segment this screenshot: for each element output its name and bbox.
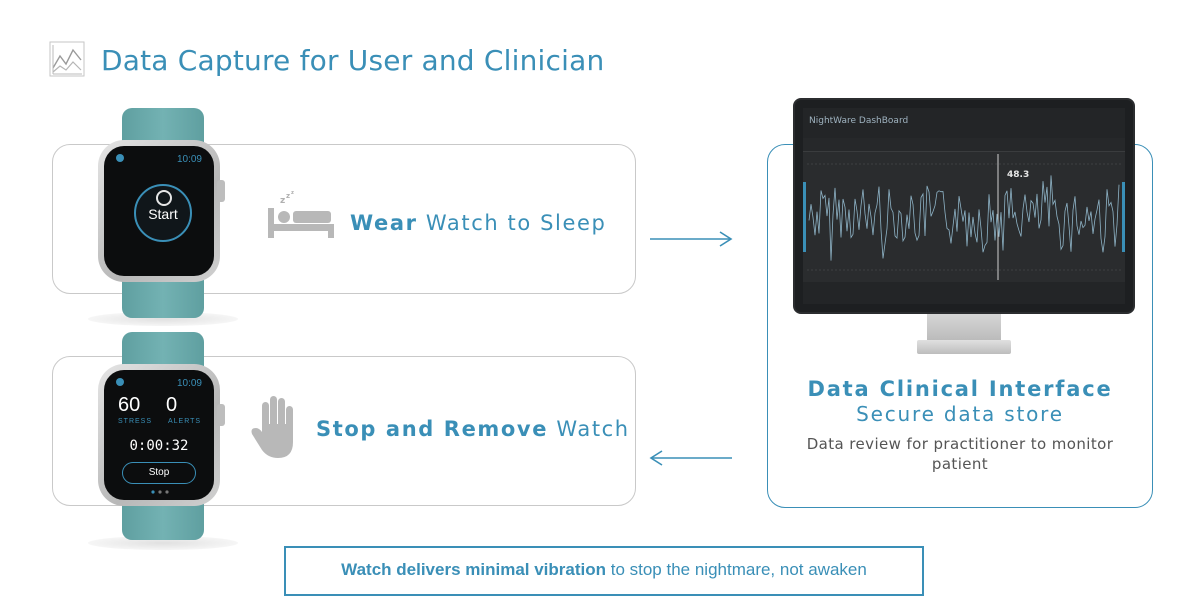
chart-icon bbox=[49, 41, 85, 77]
start-ring[interactable] bbox=[134, 184, 192, 242]
moon-icon bbox=[156, 190, 172, 206]
start-button-label[interactable]: Start bbox=[148, 206, 178, 222]
page-dots bbox=[151, 490, 169, 494]
svg-text:z: z bbox=[280, 196, 285, 206]
vibration-note: Watch delivers minimal vibration to stop… bbox=[284, 546, 924, 596]
hand-icon bbox=[251, 396, 293, 458]
svg-text:z: z bbox=[291, 190, 294, 196]
arrow-right-icon bbox=[650, 231, 733, 247]
stress-value: 60 bbox=[118, 394, 141, 416]
dashboard-timeline bbox=[803, 282, 1125, 304]
session-timer: 0:00:32 bbox=[129, 438, 189, 454]
monitor-bezel: NightWare DashBoard 48.3 bbox=[793, 98, 1135, 314]
watch-stop-screen: 10:09 60 0 STRESS ALERTS 0:00:32 Stop bbox=[98, 332, 226, 540]
alerts-label: ALERTS bbox=[168, 418, 202, 425]
watch-start-screen: 10:09 Start bbox=[98, 108, 226, 318]
dashboard-tabs bbox=[803, 138, 1125, 152]
stress-label: STRESS bbox=[118, 418, 153, 425]
arrow-left-icon bbox=[649, 450, 732, 466]
monitor-foot bbox=[917, 340, 1011, 354]
watch-shadow bbox=[88, 536, 238, 550]
heart-rate-waveform bbox=[803, 154, 1125, 280]
clinical-title: Data Clinical Interface bbox=[807, 377, 1113, 401]
wear-step-label: Wear Watch to Sleep bbox=[350, 211, 607, 235]
watch-time: 10:09 bbox=[176, 378, 202, 389]
clinical-description: Data review for practitioner to monitor … bbox=[806, 435, 1114, 473]
watch-crown bbox=[217, 404, 225, 426]
dashboard-title: NightWare DashBoard bbox=[809, 116, 909, 126]
dashboard-topbar: NightWare DashBoard bbox=[803, 108, 1125, 138]
heart-rate-readout: 48.3 bbox=[1007, 170, 1030, 180]
page-title: Data Capture for User and Clinician bbox=[101, 44, 605, 77]
app-logo-icon bbox=[116, 154, 124, 162]
stop-button[interactable]: Stop bbox=[122, 462, 196, 484]
app-logo-icon bbox=[116, 378, 124, 386]
svg-text:z: z bbox=[286, 192, 290, 200]
waveform-line bbox=[808, 175, 1120, 261]
watch-display: 10:09 Start bbox=[104, 146, 214, 276]
watch-display: 10:09 60 0 STRESS ALERTS 0:00:32 Stop bbox=[104, 370, 214, 500]
stop-step-label: Stop and Remove Watch bbox=[316, 417, 630, 441]
bed-sleep-icon: z z z bbox=[268, 190, 334, 238]
dashboard-screen: NightWare DashBoard 48.3 bbox=[803, 108, 1125, 304]
watch-crown bbox=[217, 180, 225, 202]
alerts-value: 0 bbox=[166, 394, 178, 416]
dashboard-monitor: NightWare DashBoard 48.3 bbox=[793, 98, 1135, 356]
clinical-subtitle: Secure data store bbox=[856, 402, 1064, 426]
monitor-stand bbox=[927, 314, 1001, 342]
watch-time: 10:09 bbox=[176, 154, 202, 165]
